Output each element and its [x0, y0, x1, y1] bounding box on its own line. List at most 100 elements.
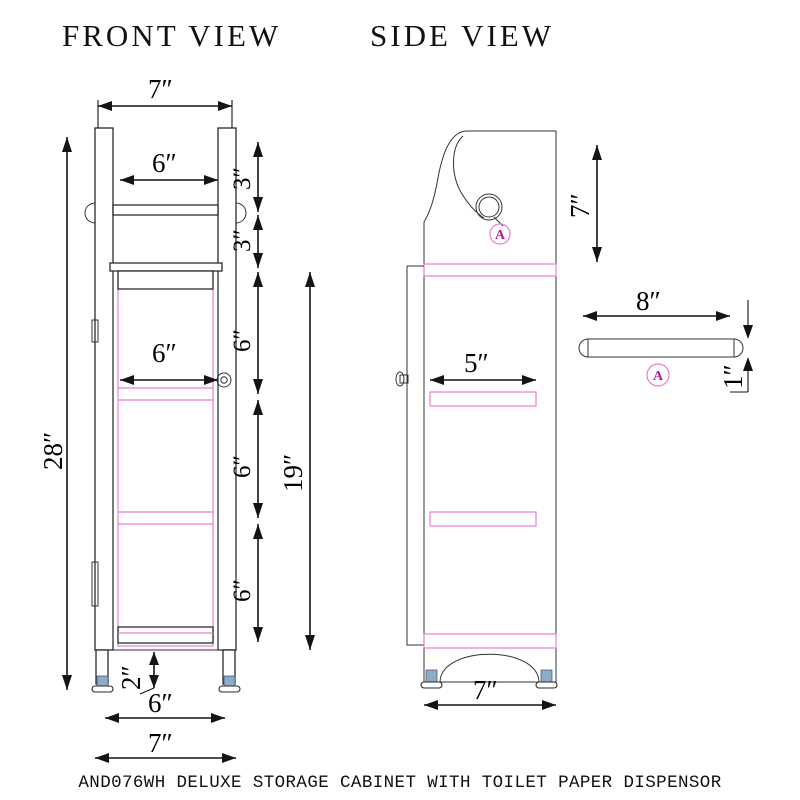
- arrow-foot-height-top: [149, 652, 159, 665]
- dim-side-bottom-depth: 7″: [473, 675, 498, 705]
- dim-front-seg-d: 6″: [229, 455, 256, 478]
- side-door-knob-base: [395, 371, 405, 387]
- dim-front-bottom-outer: 7″: [148, 728, 173, 758]
- detail-a-bar: 8″ 1″ A: [578, 286, 753, 393]
- dim-front-top-width: 7″: [148, 74, 173, 104]
- arrow-foot-height-bottom: [149, 675, 159, 688]
- side-bottom-band: [423, 633, 557, 649]
- front-door-panel: [117, 275, 214, 647]
- arrow-detail-bar-right: [716, 311, 730, 321]
- side-door-panel: [406, 266, 424, 646]
- arrow-side-bottom-left: [424, 700, 438, 710]
- side-foot-right: [535, 681, 558, 689]
- arrow-detail-dia-top: [743, 325, 753, 339]
- front-door-top-band: [117, 270, 214, 290]
- side-toe-arch: [439, 653, 540, 683]
- arrow-front-top-right: [218, 101, 232, 111]
- dim-front-shelf-width: 6″: [152, 338, 177, 368]
- dim-front-cabinet-height: 19″: [278, 454, 308, 492]
- leader-foot-height: [139, 687, 155, 695]
- arrow-bottom-outer-right: [222, 753, 236, 763]
- front-hinge-lower: [91, 561, 99, 607]
- arrow-front-shelf-left: [120, 375, 134, 385]
- arrow-cabinet-height-top: [305, 272, 315, 287]
- arrow-detail-bar-left: [583, 311, 597, 321]
- side-roller-inner: [478, 196, 500, 218]
- front-foot-right: [218, 685, 241, 693]
- dim-side-top-height: 7″: [565, 193, 595, 218]
- arrow-side-shelf-right: [522, 375, 536, 385]
- arrow-seg-c-bottom: [253, 379, 263, 394]
- front-view-title: FRONT VIEW: [62, 18, 281, 53]
- side-shelf-band-top: [423, 263, 557, 277]
- side-foot-pad-left: [425, 669, 438, 684]
- side-door-knob-stem: [399, 374, 409, 384]
- arrow-side-top-height-top: [592, 145, 602, 160]
- arrow-seg-b-top: [253, 215, 263, 230]
- arrow-seg-a-bottom: [253, 197, 263, 212]
- arrow-cabinet-height-bottom: [305, 635, 315, 650]
- arrow-bottom-inner-left: [105, 713, 119, 723]
- dim-side-shelf-depth: 5″: [464, 348, 489, 378]
- arrow-side-top-height-bottom: [592, 247, 602, 262]
- sheet-caption: AND076WH DELUXE STORAGE CABINET WITH TOI…: [78, 773, 721, 793]
- dim-front-bottom-inner: 6″: [148, 688, 173, 718]
- arrow-seg-e-bottom: [253, 627, 263, 642]
- dim-front-inner-width: 6″: [152, 148, 177, 178]
- arrow-front-top-left: [98, 101, 112, 111]
- side-callout-bubble: [489, 223, 511, 245]
- bar-end-cap-left: [84, 202, 96, 224]
- arrow-seg-d-top: [253, 400, 263, 415]
- front-view-dimensions: 7″ 6″ 6″ 28″ 3″ 3″: [38, 74, 315, 763]
- arrow-front-inner-right: [204, 175, 218, 185]
- side-shelf-band-1: [429, 391, 537, 407]
- dim-front-seg-a: 3″: [229, 167, 256, 190]
- detail-bar-cap-right: [733, 338, 744, 358]
- arrow-bottom-inner-right: [211, 713, 225, 723]
- arrow-seg-b-bottom: [253, 253, 263, 268]
- side-body-outline: [423, 130, 557, 683]
- detail-callout-bubble: [646, 363, 670, 387]
- front-hinge-upper: [91, 319, 99, 343]
- arrow-detail-dia-bottom: [743, 357, 753, 371]
- side-shelf-band-2: [429, 511, 537, 527]
- side-view-title: SIDE VIEW: [370, 18, 554, 53]
- arrow-front-shelf-right: [204, 375, 218, 385]
- side-callout-label: A: [495, 228, 506, 243]
- side-view-geometry: A: [395, 130, 558, 689]
- detail-bar-body: [587, 338, 735, 358]
- front-cabinet-carcass: [112, 270, 219, 651]
- arrow-side-bottom-right: [542, 700, 556, 710]
- front-top-rail: [109, 262, 223, 272]
- detail-callout-label: A: [653, 369, 664, 384]
- front-foot-left: [91, 685, 114, 693]
- dim-front-foot-height: 2″: [116, 665, 146, 690]
- front-door-knob-inner: [220, 376, 228, 384]
- arrow-front-inner-left: [120, 175, 134, 185]
- side-foot-pad-right: [540, 669, 553, 684]
- side-roller-outer: [475, 193, 503, 221]
- front-right-stile: [217, 127, 237, 651]
- dim-front-seg-b: 3″: [229, 229, 256, 252]
- side-foot-left: [420, 681, 443, 689]
- arrow-seg-e-top: [253, 524, 263, 539]
- dim-detail-bar-length: 8″: [636, 286, 661, 316]
- front-view-geometry: [84, 127, 247, 693]
- arrow-seg-a-top: [253, 142, 263, 157]
- dim-front-seg-e: 6″: [229, 579, 256, 602]
- side-view-dimensions: 7″ 5″ 7″: [424, 145, 602, 710]
- dim-detail-bar-diameter: 1″: [718, 364, 748, 389]
- front-bottom-rail: [117, 626, 214, 644]
- dim-front-seg-c: 6″: [229, 329, 256, 352]
- bar-end-cap-right: [235, 202, 247, 224]
- arrow-bottom-outer-left: [95, 753, 109, 763]
- arrow-front-height-top: [62, 137, 72, 152]
- arrow-front-height-bottom: [62, 675, 72, 690]
- detail-bar-cap-left: [578, 338, 589, 358]
- dim-front-overall-height: 28″: [38, 432, 68, 470]
- arrow-side-shelf-left: [430, 375, 444, 385]
- arrow-seg-c-top: [253, 272, 263, 287]
- arrow-seg-d-bottom: [253, 503, 263, 518]
